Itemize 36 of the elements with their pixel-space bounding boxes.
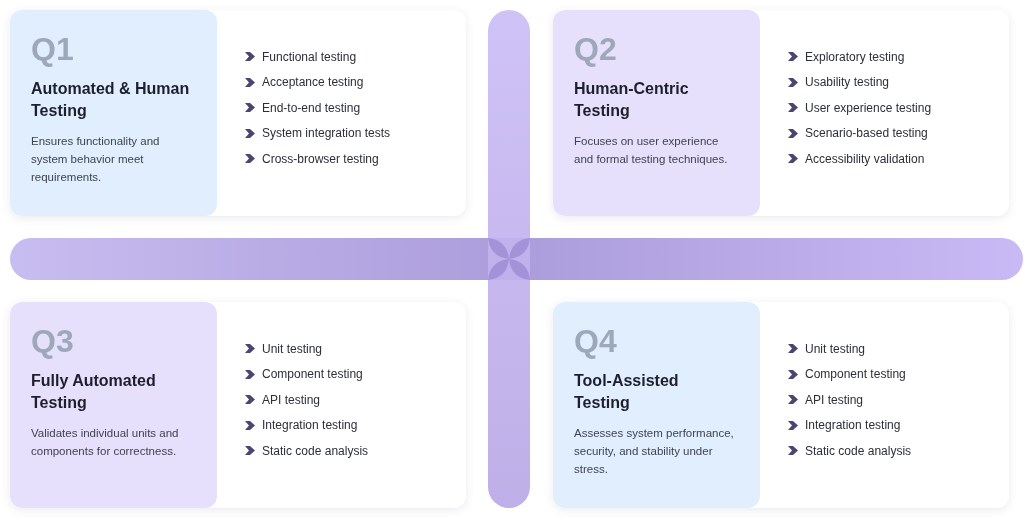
card-title: Tool-Assisted Testing <box>574 371 680 413</box>
list-item-text: End-to-end testing <box>262 100 361 115</box>
list-item-text: Scenario-based testing <box>805 126 928 140</box>
list-item-text: Integration testing <box>805 418 901 432</box>
card-description: Assesses system performance, security, and stability under stress. <box>574 426 735 477</box>
list-item-text: Acceptance testing <box>262 75 364 89</box>
quadrant-card <box>553 302 1009 508</box>
list-item-text: API testing <box>262 392 321 407</box>
list-item-text: Usability testing <box>805 75 890 89</box>
card-description: Validates individual units and components for correctness. <box>31 426 180 459</box>
list-item-text: User experience testing <box>805 100 932 115</box>
quadrant-label: Q1 <box>31 30 75 68</box>
quadrant-card <box>553 10 1009 216</box>
quadrant-card <box>10 10 466 216</box>
list-item-text: Static code analysis <box>262 443 369 458</box>
list-item-text: System integration tests <box>262 126 391 140</box>
list-item-text: Static code analysis <box>805 443 912 458</box>
card-title: Human-Centric Testing <box>574 79 690 121</box>
card-description: Focuses on user experience and formal testing techniques. <box>574 134 729 167</box>
list-item-text: Accessibility validation <box>805 151 925 166</box>
card-title: Automated & Human Testing <box>31 79 191 121</box>
list-item-text: Exploratory testing <box>805 49 905 64</box>
list-item-text: Unit testing <box>805 341 866 356</box>
list-item-text: Unit testing <box>262 341 323 356</box>
quadrant-label: Q2 <box>574 30 618 68</box>
list-item-text: Component testing <box>805 367 906 381</box>
list-item-text: Cross-browser testing <box>262 151 379 166</box>
quadrant-card <box>10 302 466 508</box>
list-item-text: Component testing <box>262 367 363 381</box>
list-item-text: Integration testing <box>262 418 358 432</box>
quadrant-label: Q4 <box>574 322 618 360</box>
list-item-text: Functional testing <box>262 49 357 64</box>
card-description: Ensures functionality and system behavior meet requirements. <box>31 134 161 185</box>
quadrant-label: Q3 <box>31 322 75 360</box>
card-title: Fully Automated Testing <box>31 371 157 413</box>
list-item-text: API testing <box>805 392 864 407</box>
